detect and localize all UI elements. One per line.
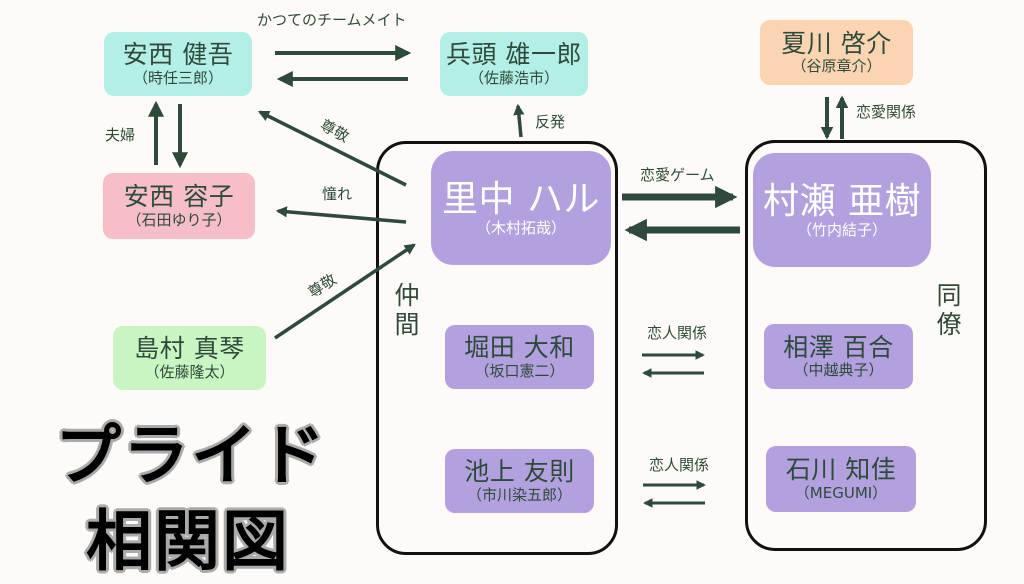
arrow-haru-rebel-hyodo <box>513 103 525 138</box>
node-shimamura-makoto: 島村 真琴 （佐藤隆太） <box>113 326 266 390</box>
actor: （木村拓哉） <box>475 219 566 238</box>
node-ikegami-tomonori: 池上 友則 （市川染五郎） <box>445 449 594 513</box>
title-line-1: プライド <box>55 417 327 494</box>
actor: （竹内結子） <box>796 221 887 240</box>
actor: （谷原章介） <box>791 57 882 76</box>
node-horita-yamato: 堀田 大和 （坂口憲二） <box>445 325 594 389</box>
label-coworkers: 同僚 <box>934 281 964 340</box>
node-hyodo-yuichiro: 兵頭 雄一郎 （佐藤浩市） <box>440 32 588 96</box>
label-respect-bottom: 尊敬 <box>304 270 340 302</box>
label-love-game: 恋愛ゲーム <box>640 166 715 184</box>
actor: （市川染五郎） <box>466 485 572 504</box>
name: 夏川 啓介 <box>781 28 892 58</box>
label-respect-top: 尊敬 <box>317 115 353 146</box>
label-friends: 仲間 <box>392 281 422 340</box>
node-murase-aki: 村瀬 亜樹 （竹内結子） <box>753 153 931 267</box>
node-anzai-yoko: 安西 容子 （石田ゆり子） <box>103 173 255 239</box>
node-aizawa-yuri: 相澤 百合 （中越典子） <box>764 324 913 389</box>
label-romance: 恋愛関係 <box>856 103 917 121</box>
name: 堀田 大和 <box>464 333 575 362</box>
node-satonaka-haru: 里中 ハル （木村拓哉） <box>431 151 611 265</box>
actor: （佐藤浩市） <box>468 68 559 87</box>
group-label-char: 同 <box>936 281 962 310</box>
name: 里中 ハル <box>442 178 600 220</box>
label-lovers-2: 恋人関係 <box>649 456 710 474</box>
node-natsukawa-keisuke: 夏川 啓介 （谷原章介） <box>760 20 913 85</box>
actor: （MEGUMI） <box>794 483 888 502</box>
name: 村瀬 亜樹 <box>763 180 921 222</box>
title-line-2: 相関図 <box>86 503 290 580</box>
label-lovers-1: 恋人関係 <box>647 324 708 342</box>
label-admiration: 憧れ <box>322 185 353 203</box>
group-label-char: 間 <box>394 309 420 339</box>
actor: （中越典子） <box>793 361 884 380</box>
name: 島村 真琴 <box>134 334 245 363</box>
group-coworkers-box <box>745 140 987 551</box>
name: 相澤 百合 <box>783 332 894 362</box>
actor: （佐藤隆太） <box>144 362 235 381</box>
name: 兵頭 雄一郎 <box>446 40 582 69</box>
group-label-char: 僚 <box>936 309 962 339</box>
node-ishikawa-chika: 石川 知佳 （MEGUMI） <box>766 446 916 512</box>
label-married: 夫婦 <box>105 126 136 144</box>
label-rebellion: 反発 <box>535 113 566 131</box>
actor: （時任三郎） <box>132 68 223 87</box>
actor: （坂口憲二） <box>474 361 565 380</box>
name: 安西 容子 <box>123 182 235 211</box>
name: 安西 健吾 <box>122 40 234 69</box>
group-friends-box <box>376 141 618 555</box>
label-former-teammates: かつてのチームメイト <box>257 11 407 29</box>
name: 池上 友則 <box>464 457 575 486</box>
group-label-char: 仲 <box>394 281 420 310</box>
actor: （石田ゆり子） <box>126 210 232 229</box>
node-anzai-kengo: 安西 健吾 （時任三郎） <box>104 32 252 96</box>
name: 石川 知佳 <box>785 455 897 484</box>
